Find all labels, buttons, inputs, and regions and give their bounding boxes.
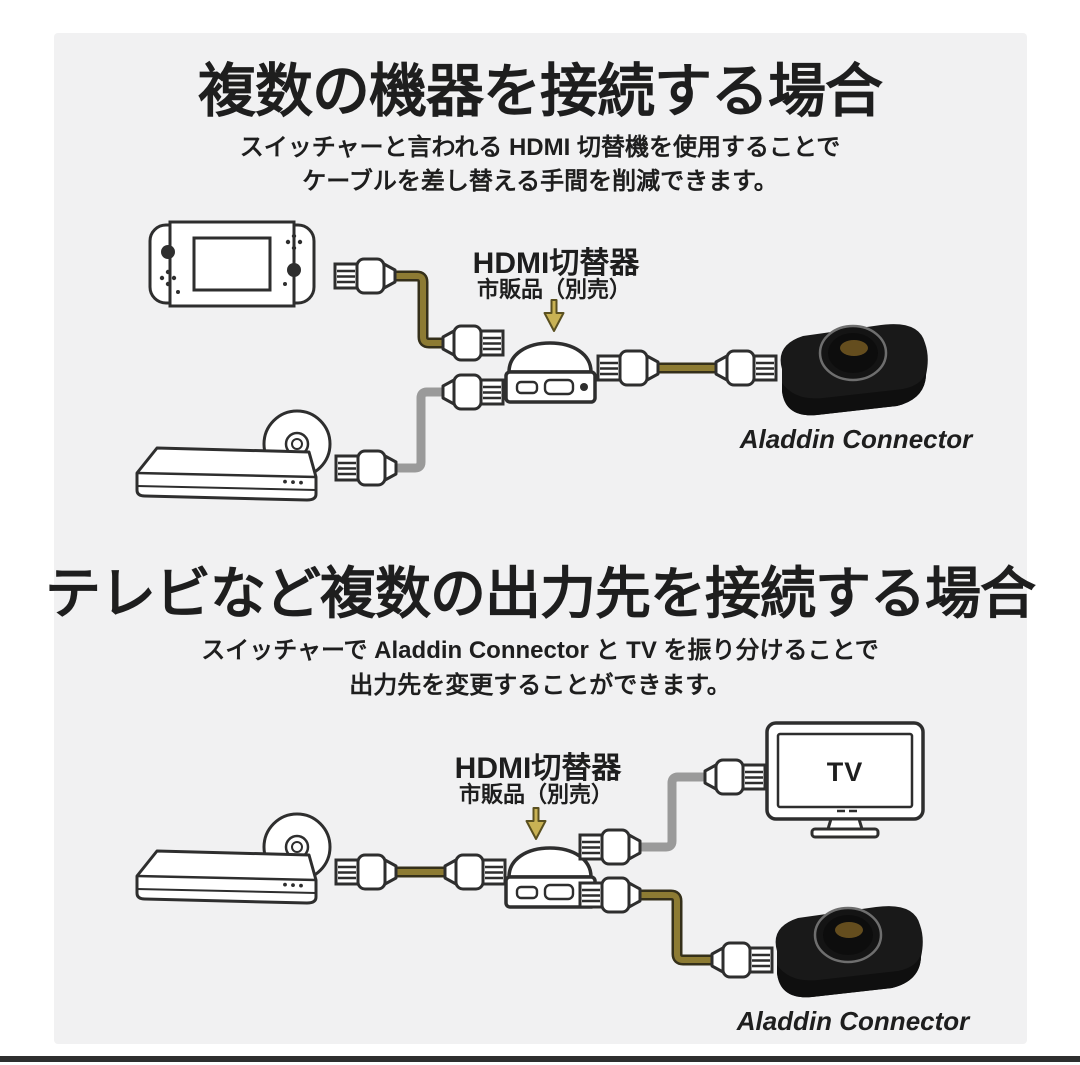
switcher-label-2: HDMI切替器 [454,752,622,785]
section1-subtitle-line2: ケーブルを差し替える手間を削減できます。 [302,168,778,195]
section2-subtitle-line1: スイッチャーで Aladdin Connector と TV を振り分けることで [201,637,879,664]
switcher-note-1: 市販品（別売） [476,277,632,302]
section1-title: 複数の機器を接続する場合 [197,59,883,124]
switcher-label-1: HDMI切替器 [472,247,640,280]
section2-subtitle-line2: 出力先を変更することができます。 [349,672,731,699]
section1-subtitle-line1: スイッチャーと言われる HDMI 切替機を使用することで [239,134,841,161]
aladdin-label-1: Aladdin Connector [739,424,973,454]
section2-title: テレビなど複数の出力先を接続する場合 [45,562,1036,625]
aladdin-label-2: Aladdin Connector [736,1006,970,1036]
tv-label: TV [826,757,864,787]
bottom-divider-bar [0,1056,1080,1062]
switcher-note-2: 市販品（別売） [458,782,614,807]
